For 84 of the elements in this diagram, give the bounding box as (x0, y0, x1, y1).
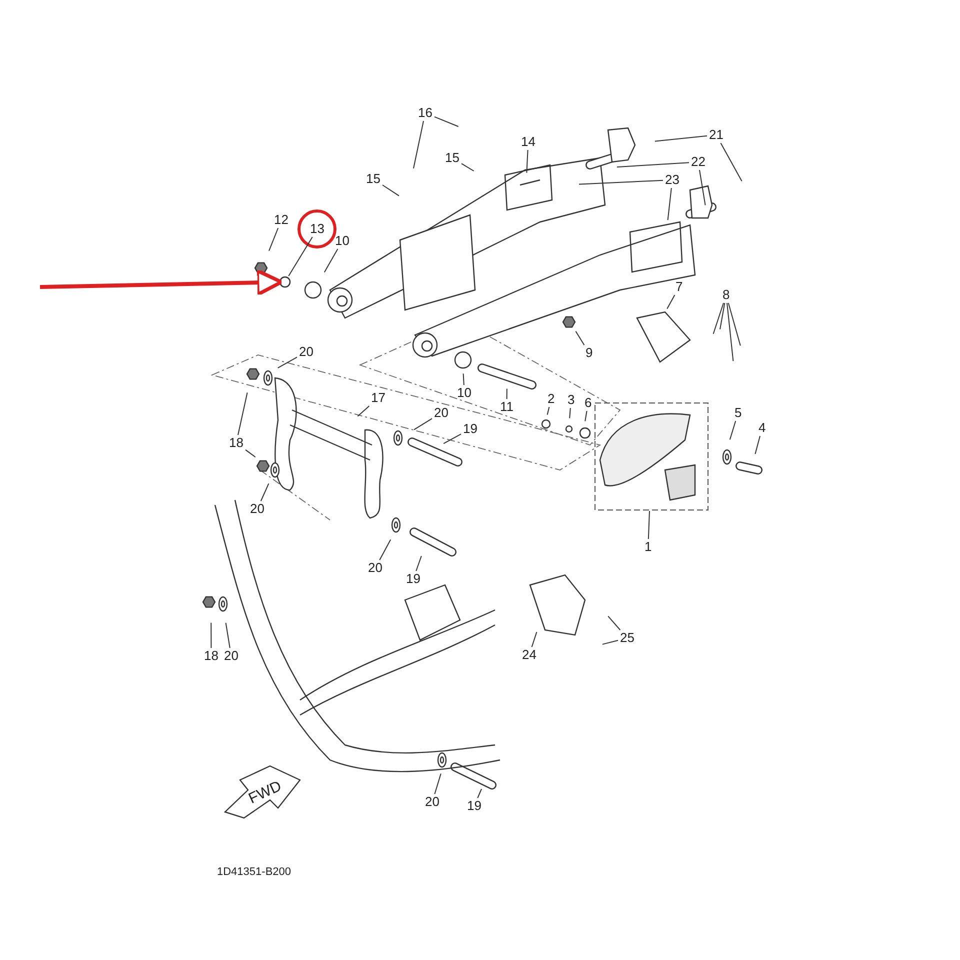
leader-line (531, 632, 538, 648)
leader-line (434, 773, 442, 794)
callout-number: 3 (566, 393, 576, 407)
callout-number: 2 (546, 392, 556, 406)
callout-number: 25 (619, 631, 636, 645)
leader-line (699, 170, 706, 206)
leader-line (268, 228, 279, 252)
leader-line (506, 388, 508, 400)
leader-line (667, 188, 672, 221)
callout-number: 19 (462, 422, 478, 436)
callout-number: 20 (433, 406, 450, 420)
leader-line (726, 302, 734, 362)
callout-number: 1 (644, 540, 653, 554)
callout-number: 15 (365, 172, 382, 186)
leader-line (526, 150, 528, 174)
callout-number: 22 (690, 155, 706, 169)
drawing-code: 1D41351-B200 (217, 866, 292, 878)
callout-number: 5 (734, 406, 743, 420)
leader-line (616, 162, 690, 168)
callout-number: 8 (722, 288, 731, 302)
leader-line (569, 408, 571, 419)
callout-number: 24 (521, 648, 538, 662)
dashed-group-box (594, 402, 708, 510)
leader-line (462, 373, 464, 386)
leader-line (608, 616, 621, 630)
callout-number: 20 (223, 649, 240, 663)
leader-line (654, 135, 708, 142)
callout-number: 23 (664, 173, 680, 187)
leader-line (720, 302, 726, 330)
leader-line (260, 483, 270, 502)
callout-number: 20 (367, 561, 384, 575)
leader-line (578, 180, 664, 185)
callout-number: 19 (466, 799, 482, 813)
callout-number: 10 (334, 234, 350, 248)
callout-number: 21 (708, 128, 724, 142)
leader-line (575, 330, 585, 346)
callout-number: 20 (424, 795, 440, 809)
leader-line (477, 788, 482, 798)
leader-line (277, 356, 298, 368)
leader-line (414, 418, 432, 430)
leader-line (754, 436, 760, 454)
callout-number: 18 (228, 436, 244, 450)
callout-number: 13 (309, 222, 326, 236)
leader-line (666, 294, 676, 310)
callout-number: 15 (444, 151, 460, 165)
callout-number: 4 (758, 421, 767, 435)
leader-line (379, 539, 392, 560)
leader-line (210, 622, 212, 648)
callout-number: 10 (456, 386, 472, 400)
leader-line (324, 248, 338, 273)
washer (279, 276, 291, 288)
leader-line (602, 640, 618, 645)
leader-line (382, 184, 400, 196)
leader-line (729, 420, 736, 440)
callout-number: 18 (203, 649, 220, 663)
callout-number: 11 (499, 400, 514, 414)
leader-line (416, 556, 422, 572)
leader-line (546, 406, 550, 416)
callout-number: 17 (370, 391, 386, 405)
callout-number: 6 (584, 396, 593, 410)
leader-line (584, 410, 588, 422)
callout-number: 16 (417, 106, 434, 120)
callout-number: 19 (405, 572, 422, 586)
leader-line (648, 510, 650, 540)
callout-number: 20 (249, 502, 266, 516)
callout-number: 9 (584, 346, 594, 360)
leader-line (434, 116, 459, 127)
leader-line (413, 120, 424, 169)
leader-line (238, 392, 248, 436)
direction-label: FWD (246, 778, 284, 808)
leader-line (245, 449, 256, 458)
leader-line (720, 142, 742, 182)
leader-line (288, 236, 313, 276)
pointer-arrow (40, 268, 284, 296)
callout-number: 14 (520, 135, 536, 149)
callout-number: 20 (298, 345, 314, 359)
callout-number: 12 (273, 213, 290, 227)
leader-line (728, 302, 741, 346)
leader-line (712, 302, 724, 334)
leader-line (461, 163, 474, 172)
leader-line (225, 622, 230, 648)
leader-line (443, 434, 462, 444)
leader-line (357, 406, 370, 417)
callout-number: 7 (674, 280, 684, 294)
